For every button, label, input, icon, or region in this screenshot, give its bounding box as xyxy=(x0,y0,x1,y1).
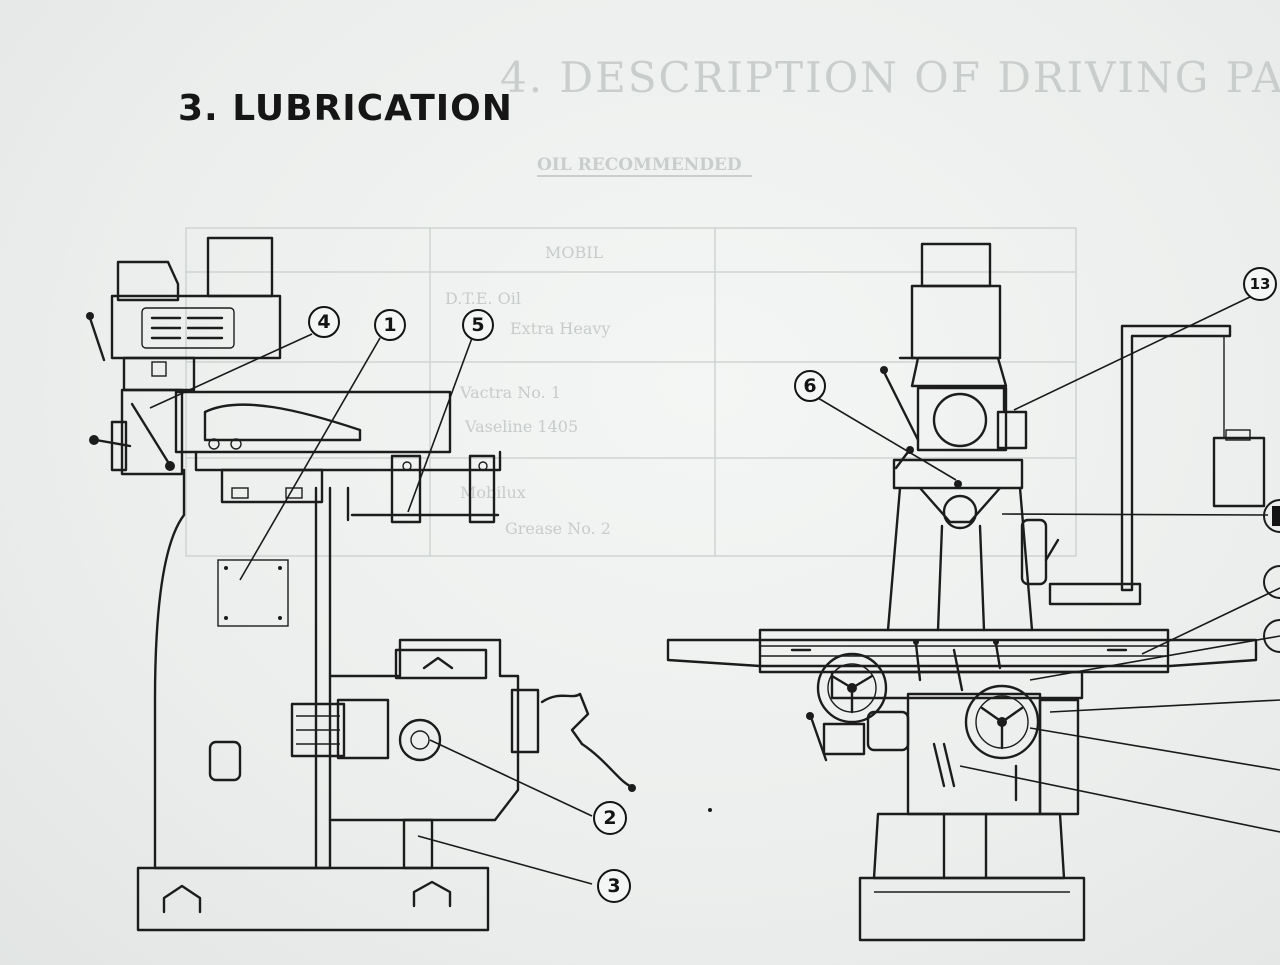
milling-machine-front-view xyxy=(666,242,1266,942)
ghost-cell-1b: Extra Heavy xyxy=(510,319,610,338)
svg-text:2: 2 xyxy=(603,807,616,829)
right-leader-lines xyxy=(817,295,1280,833)
svg-text:5: 5 xyxy=(471,314,484,336)
callout-5: 5 xyxy=(462,309,494,341)
svg-text:6: 6 xyxy=(803,375,816,397)
section-title: 3. LUBRICATION xyxy=(178,88,513,129)
ghost-cell-2b: Vaseline 1405 xyxy=(464,417,578,436)
svg-text:1: 1 xyxy=(383,314,396,336)
vent-grille xyxy=(141,307,235,349)
callout-2: 2 xyxy=(593,801,627,835)
svg-text:3: 3 xyxy=(607,875,620,897)
callout-6: 6 xyxy=(794,370,826,402)
callout-3: 3 xyxy=(597,869,631,903)
svg-text:4: 4 xyxy=(317,311,330,333)
ghost-heading: 4. DESCRIPTION OF DRIVING PART xyxy=(500,53,1280,102)
callout-13: 13 xyxy=(1243,267,1277,301)
clipped-callouts xyxy=(1263,499,1280,653)
ghost-cell-1a: D.T.E. Oil xyxy=(445,289,521,308)
ghost-header-mobil: MOBIL xyxy=(545,243,604,262)
svg-text:13: 13 xyxy=(1250,275,1271,293)
milling-machine-side-view xyxy=(86,236,636,932)
callout-4: 4 xyxy=(308,306,340,338)
ghost-table-title: OIL RECOMMENDED xyxy=(537,155,742,175)
ghost-cell-3b: Grease No. 2 xyxy=(505,519,611,538)
left-leader-lines xyxy=(149,333,593,885)
ghost-cell-2a: Vactra No. 1 xyxy=(459,383,561,402)
callout-1: 1 xyxy=(374,309,406,341)
